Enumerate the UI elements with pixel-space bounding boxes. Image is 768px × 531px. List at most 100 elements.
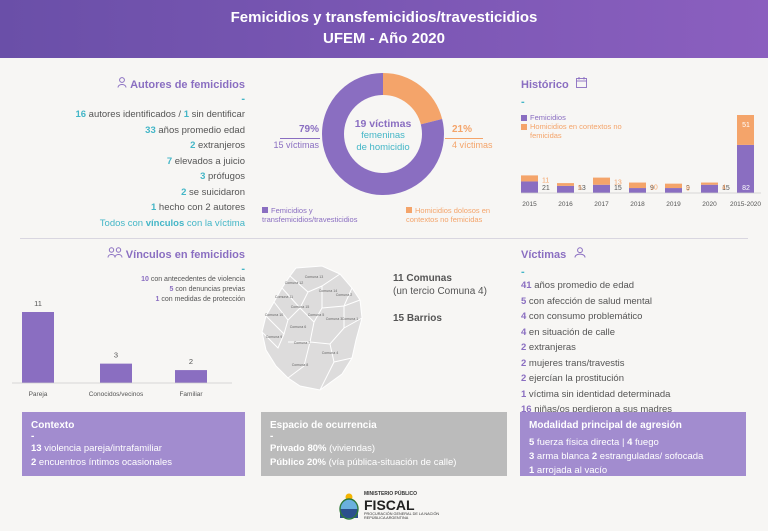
map-comuna-label: Comuna 4 (322, 351, 339, 355)
historico-chart: 2111201513520161513201791020189820191542… (521, 115, 761, 208)
victim-icon (574, 245, 586, 263)
hist-label-femicidios: 9 (650, 185, 654, 192)
historico-legend-1: Femicidios (521, 113, 631, 122)
historico-dash: - (521, 96, 525, 109)
donut-section: 19 víctimas femeninas de homicidio 79% 1… (258, 72, 508, 232)
hist-label-homicidios: 8 (686, 186, 690, 193)
hist-category-label: 2015-2020 (730, 201, 761, 208)
divider (20, 238, 748, 239)
autores-item: 33 años promedio edad (145, 124, 245, 136)
espacio-box: Espacio de ocurrencia - Privado 80% (viv… (261, 412, 507, 476)
contexto-line-2: 2 encuentros íntimos ocasionales (31, 457, 173, 468)
hist-bar-homicidios (629, 182, 646, 189)
map-comuna-label: Comuna 11 (275, 295, 293, 299)
hist-label-homicidios: 4 (722, 185, 726, 192)
map-comuna-label: Comuna 2 (336, 293, 353, 297)
vinculos-item: 5 con denuncias previas (169, 286, 245, 294)
people-icon (107, 245, 123, 263)
donut-center-l1: 19 víctimas (354, 118, 412, 130)
vinculos-item: 1 con medidas de protección (155, 296, 245, 304)
map-comuna-label: Comuna 10 (265, 313, 284, 317)
hist-bar-femicidios (629, 188, 646, 193)
historico-title: Histórico (521, 79, 569, 92)
donut-chart (322, 73, 444, 195)
modalidad-line-1: 5 fuerza física directa | 4 fuego (529, 437, 659, 448)
page-subtitle: UFEM - Año 2020 (323, 30, 445, 47)
map-comuna-label: Comuna 12 (285, 281, 304, 285)
donut-left-sub: 15 víctimas (273, 140, 319, 150)
map-comuna-label: Comuna 5 (308, 313, 325, 317)
hist-bar-homicidios (593, 177, 610, 185)
hist-bar-femicidios (665, 188, 682, 193)
contexto-box: Contexto - 13 violencia pareja/intrafami… (22, 412, 245, 476)
vinculos-value-label: 3 (114, 351, 118, 360)
vinculos-category-label: Familiar (179, 391, 203, 398)
modalidad-title: Modalidad principal de agresión (529, 420, 682, 431)
donut-left-pct: 79% (298, 124, 319, 135)
contexto-dash: - (31, 431, 35, 442)
autores-list: 16 autores identificados / 1 sin dentifi… (40, 107, 245, 216)
vinculos-list: 10 con antecedentes de violencia 5 con de… (40, 275, 245, 305)
hist-label-femicidios: 9 (686, 185, 690, 192)
hist-category-label: 2018 (630, 201, 645, 208)
victimas-item: 2 ejercían la prostitución (521, 373, 624, 385)
hist-label-femicidios: 82 (742, 185, 750, 192)
calendar-icon (576, 75, 588, 93)
logo-line-3: PROCURACIÓN GENERAL DE LA NACIÓN (364, 512, 440, 516)
victimas-item: 4 con consumo problemático (521, 311, 643, 323)
contexto-title: Contexto (31, 420, 75, 431)
autores-section: Autores de femicidios - 16 autores ident… (40, 75, 245, 231)
victimas-item: 16 niñas/os perdieron a sus madres (521, 404, 673, 416)
map-comuna-label: Comuna 3 (326, 317, 343, 321)
autores-item: 2 se suicidaron (181, 186, 245, 198)
vinculos-category-label: Conocidos/vecinos (89, 391, 144, 398)
victimas-dash: - (521, 266, 525, 279)
espacio-title: Espacio de ocurrencia (270, 420, 377, 431)
donut-slice-femicidios (322, 73, 444, 195)
person-icon (117, 75, 127, 93)
vinculos-value-label: 11 (34, 299, 42, 308)
hist-label-femicidios: 15 (614, 185, 622, 192)
donut-center-l2: femeninas (361, 130, 405, 141)
autores-item: 16 autores identificados / 1 sin dentifi… (75, 109, 245, 121)
logo-line-2: FISCAL (364, 497, 415, 513)
hist-label-femicidios: 21 (542, 185, 550, 192)
hist-bar-homicidios (737, 115, 754, 145)
hist-label-femicidios: 15 (722, 185, 730, 192)
page-header: Femicidios y transfemicidios/travesticid… (0, 0, 768, 58)
historico-legend-2: Homicidios en contextos no femicidas (521, 122, 631, 140)
victimas-item: 41 años promedio de edad (521, 280, 635, 292)
mpf-logo: MINISTERIO PÚBLICO FISCAL PROCURACIÓN GE… (338, 490, 448, 528)
page-title: Femicidios y transfemicidios/travesticid… (230, 9, 538, 26)
hist-bar-homicidios (521, 175, 538, 182)
hist-bar-homicidios (701, 182, 718, 185)
hist-category-label: 2015 (522, 201, 537, 208)
map-comuna-label: Comuna 14 (319, 289, 338, 293)
hist-label-homicidios: 13 (614, 180, 622, 187)
vinculos-bar (175, 370, 207, 383)
victimas-item: 2 extranjeras (521, 342, 576, 354)
logo-line-1: MINISTERIO PÚBLICO (364, 491, 418, 497)
hist-category-label: 2019 (666, 201, 681, 208)
legend-swatch (406, 207, 412, 213)
espacio-line-2: Público 20% (vía pública-situación de ca… (270, 457, 457, 468)
victimas-item: 2 mujeres trans/travestis (521, 357, 625, 369)
donut-right-pct: 21% (452, 124, 473, 135)
map-comuna-label: Comuna 13 (305, 275, 324, 279)
vinculos-item: 10 con antecedentes de violencia (141, 276, 245, 284)
victimas-title: Víctimas (521, 249, 567, 262)
victimas-item: 4 en situación de calle (521, 326, 616, 338)
vinculos-value-label: 2 (189, 357, 193, 366)
legend-swatch (521, 115, 527, 122)
autores-title: Autores de femicidios (130, 79, 245, 92)
map-comuna-label: Comuna 9 (266, 335, 283, 339)
mapa-comunas: 11 Comunas (393, 273, 452, 284)
autores-item: 3 prófugos (200, 171, 245, 183)
map-comuna-label: Comuna 8 (292, 363, 309, 367)
hist-label-femicidios: 13 (578, 185, 586, 192)
autores-item: 1 hecho con 2 autores (150, 202, 245, 214)
hist-bar-femicidios (557, 185, 574, 193)
autores-dash: - (241, 93, 245, 106)
